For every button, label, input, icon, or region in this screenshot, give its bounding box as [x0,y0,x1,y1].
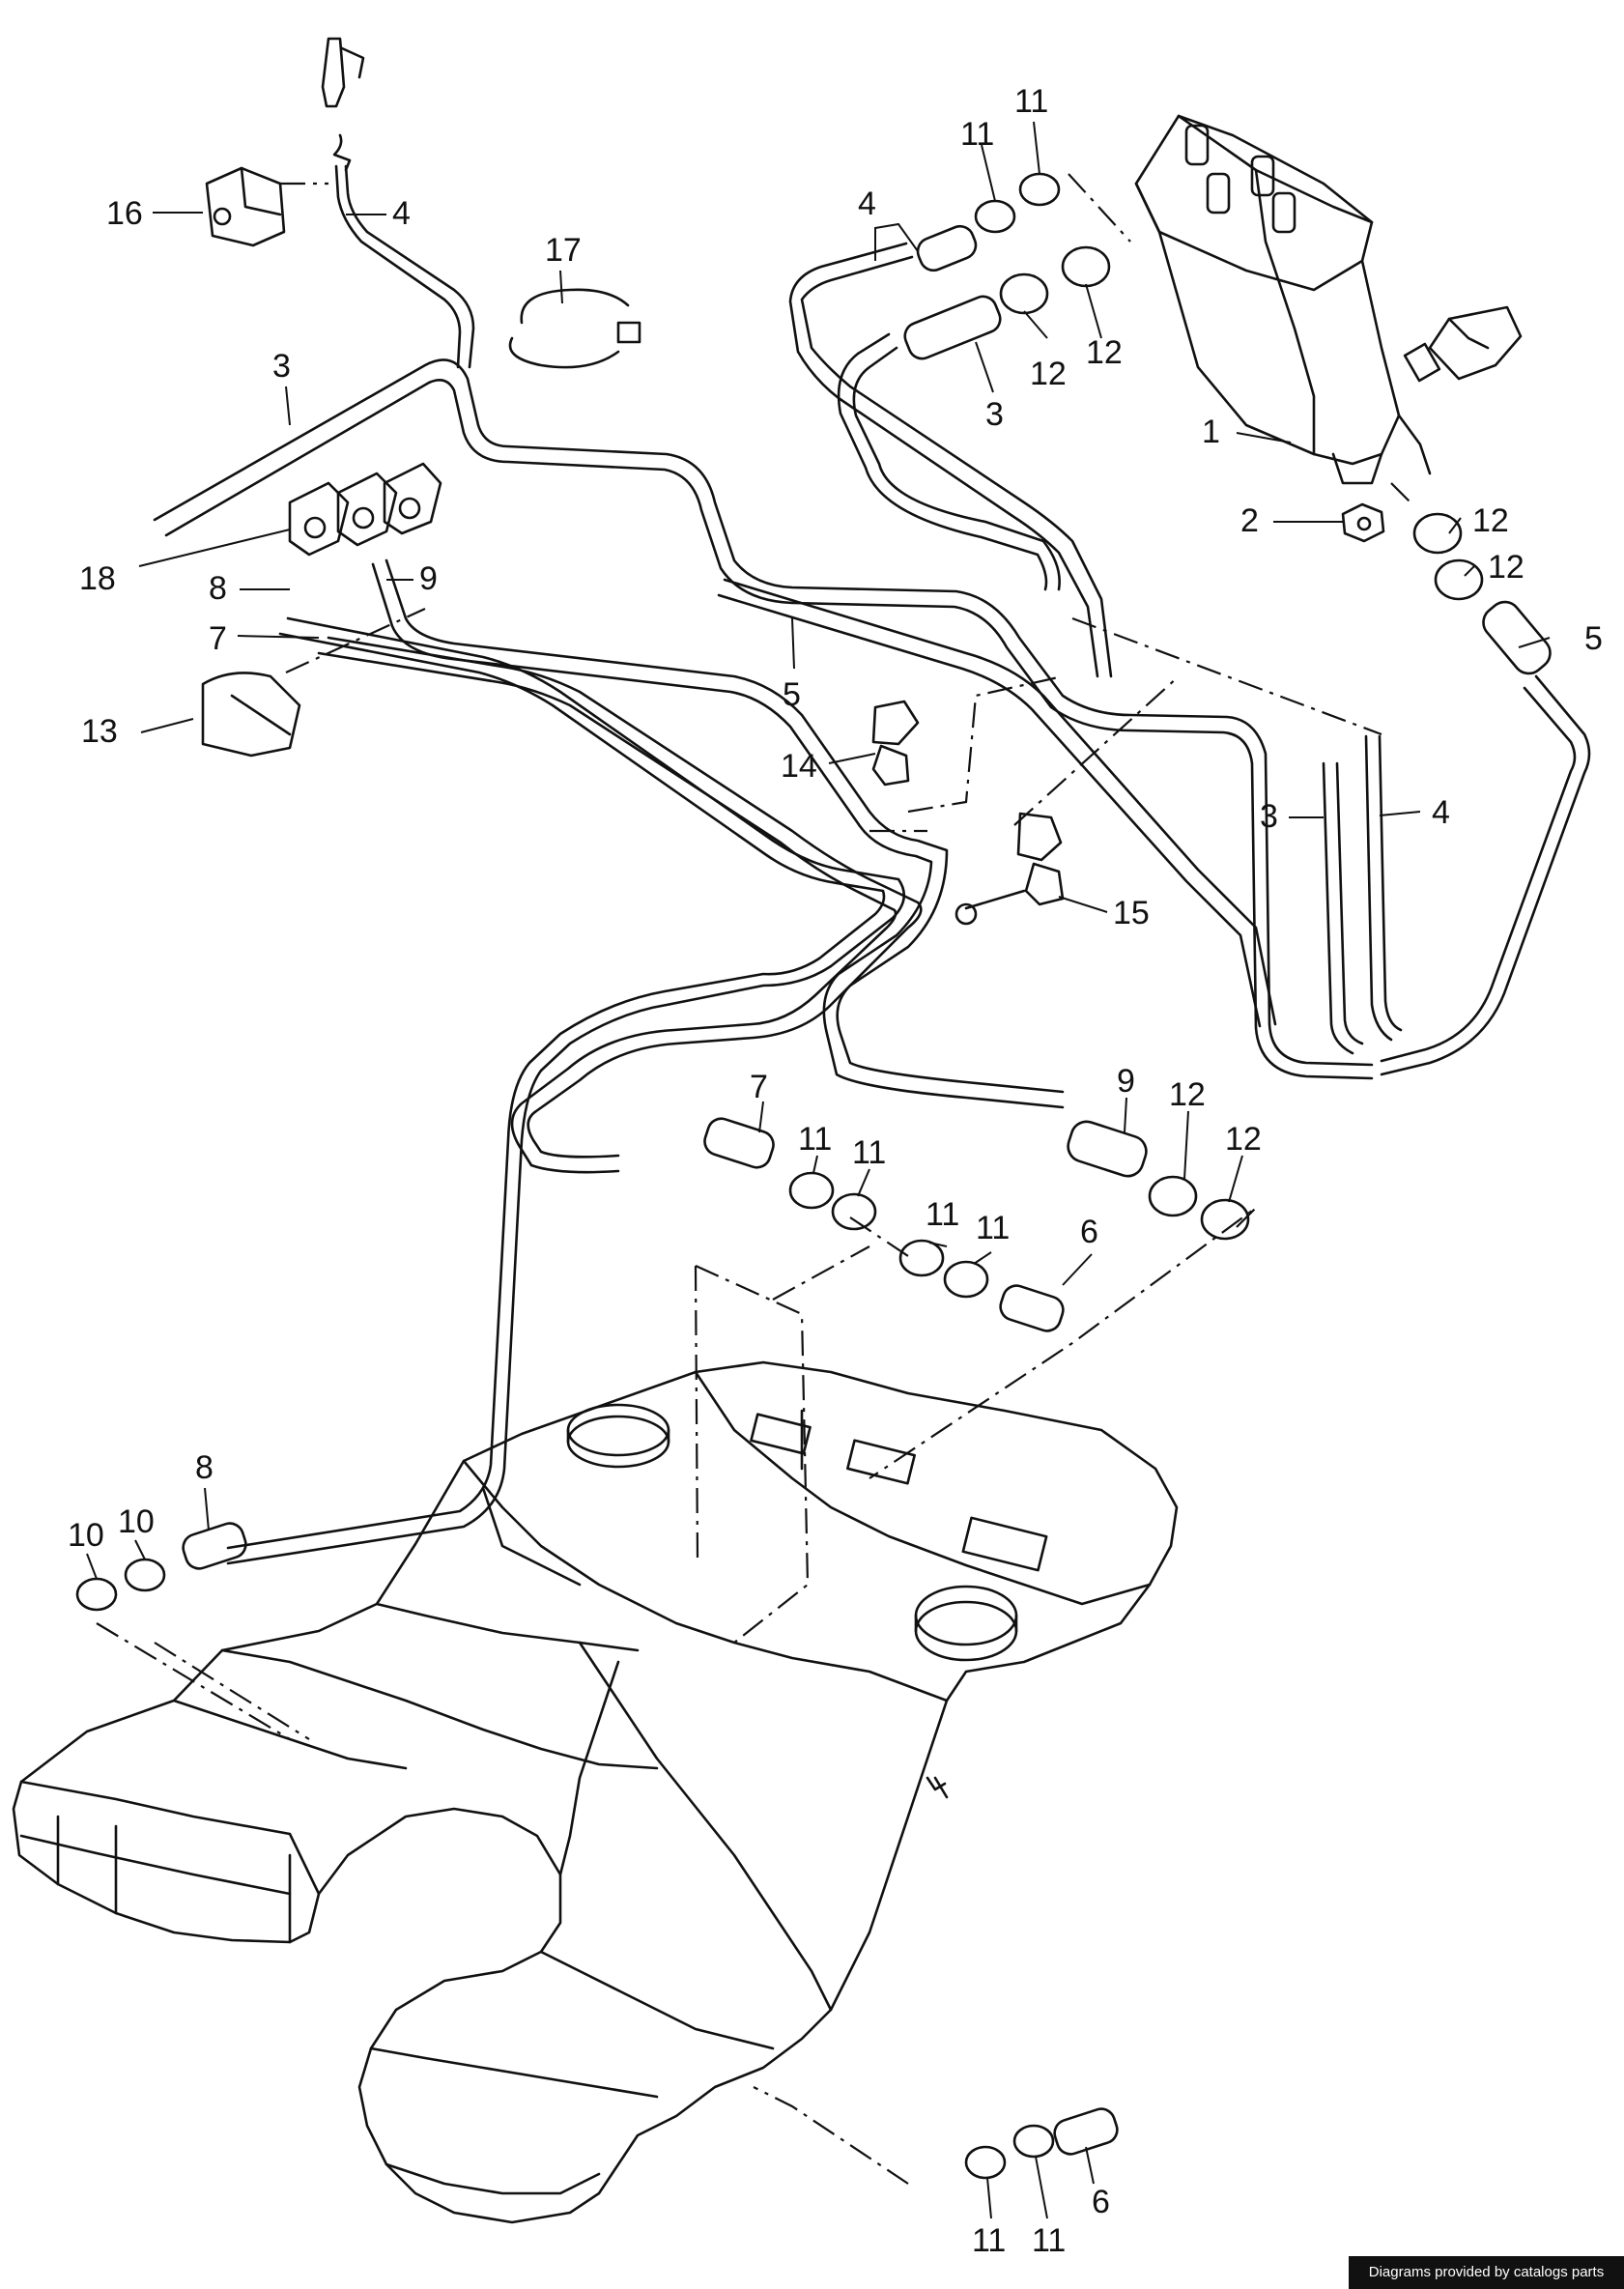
leader-lines [86,121,1551,2219]
hose-3-canister [852,346,1061,591]
pipe-3-left [153,358,1374,1067]
label-6-mid: 6 [1080,1214,1098,1250]
label-2: 2 [1240,502,1259,539]
label-11-c: 11 [798,1121,832,1158]
canister-body [1134,114,1401,466]
label-12-e: 12 [1169,1076,1206,1113]
strap-17 [520,288,630,325]
pipe-bundle [153,358,1374,1565]
label-17: 17 [545,232,582,269]
label-11-e: 11 [926,1196,959,1233]
hose-3-right [1322,761,1354,1055]
label-9-top: 9 [419,560,438,597]
label-4-right: 4 [1432,794,1450,831]
label-10-b: 10 [118,1503,155,1540]
hose-4-right [1364,734,1393,1042]
label-11-b: 11 [1014,83,1048,120]
canister-hoses [334,164,1591,1076]
label-12-d: 12 [1488,549,1524,586]
label-13: 13 [81,713,118,750]
label-1: 1 [1202,414,1220,450]
label-3-canister: 3 [985,396,1004,433]
hose-end-top [321,37,346,108]
fuel-sender-unit-rear [914,1600,1018,1662]
hose-4-canister [800,255,1113,678]
label-11-g: 11 [972,2222,1006,2259]
label-8-top: 8 [209,570,227,607]
label-11-f: 11 [976,1210,1010,1246]
label-5-mid: 5 [783,676,801,713]
assembly-lines [96,173,1411,2185]
tank-outline [12,1360,1179,2224]
pad-13 [201,672,301,758]
hose-clamps [75,172,1484,2180]
pipe-9 [385,558,1065,1094]
label-12-a: 12 [1030,356,1067,392]
label-16: 16 [106,195,143,232]
pipe-5-mid [723,578,1277,1026]
label-11-a: 11 [960,116,994,153]
label-14: 14 [781,748,817,785]
part-labels: 16 4 17 3 18 8 9 7 13 5 14 15 4 11 11 12… [68,83,1603,2259]
hose-5-right [1380,674,1591,1076]
connectors-18 [288,481,350,557]
label-11-d: 11 [852,1134,886,1171]
label-12-b: 12 [1086,334,1123,371]
label-15: 15 [1113,895,1150,931]
fuel-tank [12,1360,1179,2224]
label-8-bottom: 8 [195,1449,214,1486]
label-18: 18 [79,560,116,597]
label-12-f: 12 [1225,1121,1262,1158]
hose-sleeves [182,224,1552,2156]
small-fittings [75,37,1552,2180]
fuel-sender-unit-front [566,1415,670,1469]
label-11-h: 11 [1032,2222,1066,2259]
label-6-bottom: 6 [1092,2184,1110,2220]
clip-14 [871,700,920,746]
label-7-mid: 7 [750,1069,768,1105]
label-12-c: 12 [1472,502,1509,539]
charcoal-canister [1134,114,1523,485]
label-9-mid: 9 [1117,1063,1135,1100]
label-5-right: 5 [1584,620,1603,657]
nut-2 [1341,502,1385,543]
label-10-a: 10 [68,1517,104,1554]
label-7-top: 7 [209,620,227,657]
label-3-right: 3 [1260,798,1278,835]
label-4-canister: 4 [858,186,876,222]
label-4-top: 4 [392,195,411,232]
hose-4-top [344,164,475,369]
pipe-8 [226,616,906,1565]
label-3-left: 3 [272,348,291,385]
clip-15 [1016,812,1063,862]
diagram-credit: Diagrams provided by catalogs parts [1349,2256,1624,2289]
pipe-7 [327,636,923,1159]
